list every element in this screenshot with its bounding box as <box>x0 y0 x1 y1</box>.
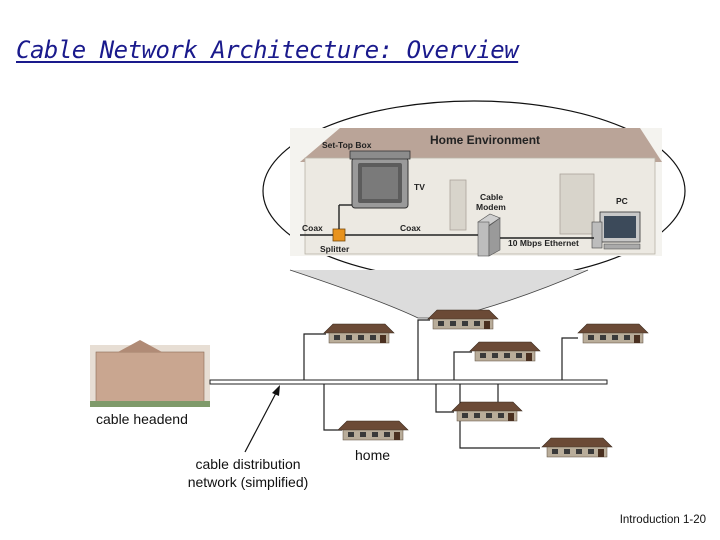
distribution-label-line2: network (simplified) <box>187 474 309 490</box>
tv-label: TV <box>414 182 425 192</box>
splitter-icon <box>332 228 346 242</box>
slide-title: Cable Network Architecture: Overview <box>16 36 519 64</box>
home-icon <box>337 420 409 441</box>
main-bus-line <box>209 379 608 385</box>
tv-icon <box>351 157 409 209</box>
slide-footer: Introduction 1-20 <box>619 514 706 526</box>
distribution-label-line1: cable distribution <box>195 456 301 472</box>
ethernet-label: 10 Mbps Ethernet <box>508 238 579 248</box>
set-top-box-label: Set-Top Box <box>322 140 372 150</box>
home-label: home <box>355 447 391 463</box>
home-icon <box>577 323 649 344</box>
house-window <box>559 173 595 235</box>
home-icon <box>469 341 541 362</box>
home-icon <box>323 323 395 344</box>
set-top-box-icon <box>349 150 411 160</box>
home-icon <box>541 437 613 458</box>
home-icon <box>427 309 499 330</box>
splitter-label: Splitter <box>320 244 350 254</box>
pc-label: PC <box>616 196 628 206</box>
distribution-arrowhead <box>272 385 280 396</box>
distribution-arrow <box>244 392 277 453</box>
home-icon <box>451 401 523 422</box>
house-door <box>449 179 467 231</box>
cable-modem-label-1: Cable <box>480 192 503 202</box>
home-environment-label: Home Environment <box>430 133 540 147</box>
cable-modem-icon <box>477 213 501 257</box>
coax-label-left: Coax <box>302 223 323 233</box>
pc-icon <box>591 211 641 250</box>
headend-building-icon <box>90 340 210 407</box>
coax-label-right: Coax <box>400 223 421 233</box>
cable-modem-label-2: Modem <box>476 202 506 212</box>
cable-headend-label: cable headend <box>96 411 188 427</box>
home-environment-inset: Set-Top Box Home Environment TV Cable Mo… <box>262 100 686 282</box>
